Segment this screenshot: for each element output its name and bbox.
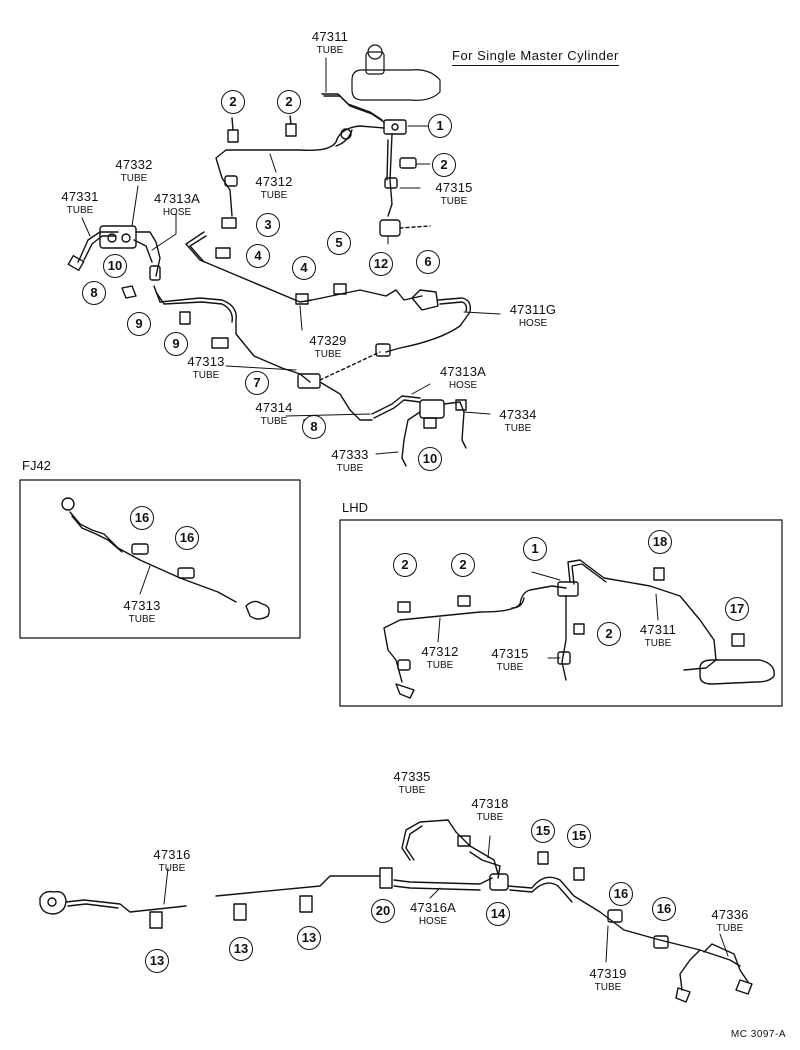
callout-number: 16 (609, 882, 633, 906)
leader-lines (81, 57, 729, 963)
callout-number: 8 (82, 281, 106, 305)
callout-number: 1 (523, 537, 547, 561)
section-label-fj42: FJ42 (22, 458, 51, 473)
tube-47315 (387, 133, 393, 217)
tube-47312 (215, 125, 385, 217)
callout-number: 4 (246, 244, 270, 268)
tube-47319 (507, 876, 741, 967)
callout-number: 2 (277, 90, 301, 114)
tube-47336 (679, 949, 701, 991)
master-cylinder (351, 44, 441, 101)
tube-47316 (65, 899, 187, 913)
lhd-master-cylinder (699, 659, 775, 685)
callout-number: 13 (229, 937, 253, 961)
lhd-tubes (383, 559, 775, 699)
callout-number: 6 (416, 250, 440, 274)
callout-number: 10 (418, 447, 442, 471)
bracket-6 (411, 289, 439, 311)
section-label-lhd: LHD (342, 500, 369, 515)
tube-47318 (469, 851, 501, 879)
callout-number: 9 (164, 332, 188, 356)
callout-number: 14 (486, 902, 510, 926)
tube-47334 (443, 401, 467, 449)
callout-number: 2 (221, 90, 245, 114)
rear-tee (419, 399, 445, 429)
callout-number: 18 (648, 530, 672, 554)
tube-47313 (153, 285, 311, 383)
callout-number: 10 (103, 254, 127, 278)
callout-number: 17 (725, 597, 749, 621)
callout-number: 16 (130, 506, 154, 530)
callout-number: 15 (567, 824, 591, 848)
callout-number: 8 (302, 415, 326, 439)
callout-number: 13 (297, 926, 321, 950)
hose-47316A (393, 877, 493, 885)
callout-number: 1 (428, 114, 452, 138)
callout-number: 4 (292, 256, 316, 280)
fj42-box (19, 479, 301, 639)
tube-47314 (319, 381, 373, 421)
callout-number: 12 (369, 252, 393, 276)
callout-number: 3 (256, 213, 280, 237)
callout-number: 16 (652, 897, 676, 921)
callout-number: 16 (175, 526, 199, 550)
fj42-tube (61, 497, 270, 620)
callout-number: 7 (245, 371, 269, 395)
callout-number: 20 (371, 899, 395, 923)
callout-number: 2 (432, 153, 456, 177)
callout-number: 13 (145, 949, 169, 973)
figure-code: MC 3097-A (730, 1029, 786, 1040)
clip (285, 123, 297, 137)
tube-47335 (401, 819, 499, 875)
three-way-rear (489, 873, 509, 891)
hose-47313A (371, 395, 421, 415)
hose-47311G (385, 297, 472, 353)
tube-long-bottom (215, 875, 381, 897)
tube-47333 (401, 411, 421, 467)
tube-47329 (185, 231, 423, 303)
callout-number: 9 (127, 312, 151, 336)
clip (227, 129, 239, 143)
diagram-heading: For Single Master Cylinder (452, 48, 619, 66)
lhd-box (339, 519, 783, 707)
callout-number: 2 (597, 622, 621, 646)
callout-number: 15 (531, 819, 555, 843)
tube-lhd-47311 (567, 559, 717, 671)
callout-number: 2 (451, 553, 475, 577)
proportioning-valve (99, 225, 137, 249)
valve-12 (379, 219, 431, 237)
front-left-caliper (39, 890, 67, 915)
three-way-joint (383, 119, 407, 135)
callout-number: 5 (327, 231, 351, 255)
callout-number: 2 (393, 553, 417, 577)
